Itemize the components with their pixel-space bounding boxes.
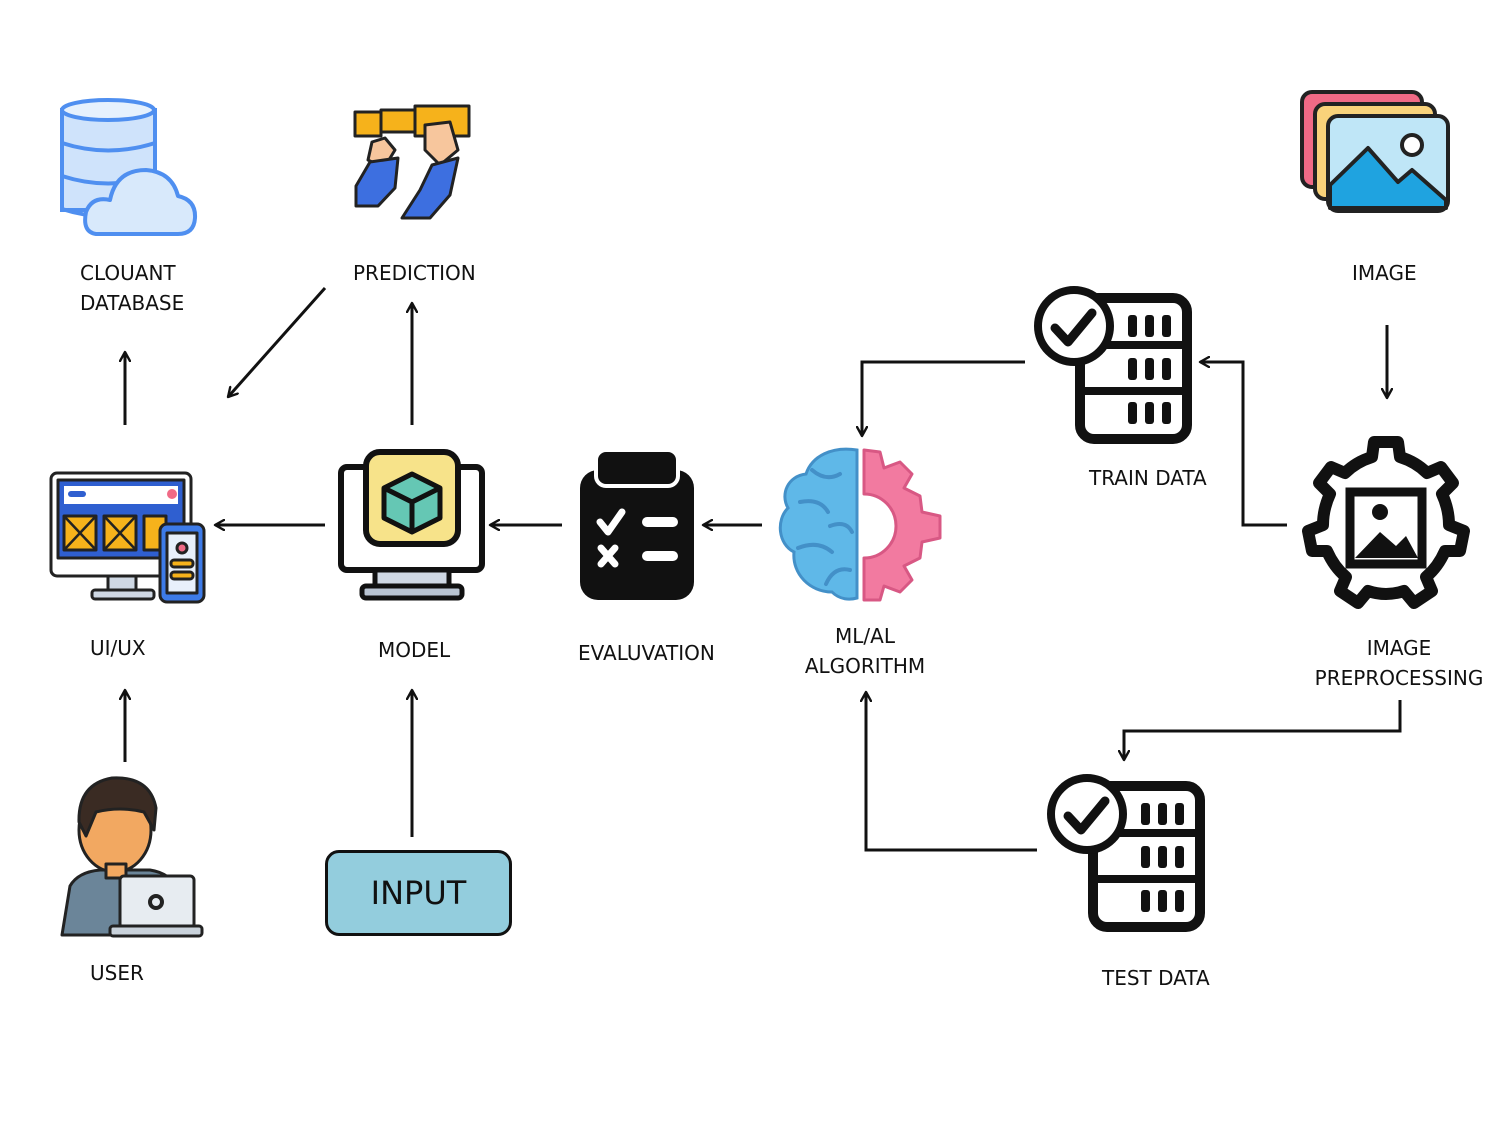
cloudant-database-label-line2: DATABASE [80,291,185,315]
monitor-cube-icon [338,449,485,601]
ui-ux-monitor-icon [49,471,206,604]
image-preprocessing-label-line1: IMAGE [1366,636,1432,660]
gear-image-icon [1302,436,1470,609]
test-data-label: TEST DATA [1102,966,1210,990]
cloudant-database-label-line1: CLOUANT [80,261,176,285]
image-preprocessing-label-line2: PREPROCESSING [1314,666,1484,690]
arrow-preprocessing-to-test [1124,700,1402,760]
telescope-hands-icon [353,104,471,220]
image-preprocessing-label: IMAGE PREPROCESSING [1315,633,1484,693]
image-label: IMAGE [1352,261,1417,285]
model-label: MODEL [378,638,451,662]
evaluation-label: EVALUVATION [578,641,715,665]
database-cloud-icon [60,98,198,236]
connectors [125,287,1402,852]
arrow-test-to-algorithm [866,692,1037,852]
ml-algorithm-label: ML/AL ALGORITHM [805,621,925,681]
user-label: USER [90,961,144,985]
ml-algorithm-label-line1: ML/AL [835,624,895,648]
arrow-preprocessing-to-train [1200,362,1287,527]
prediction-label: PREDICTION [353,261,476,285]
ml-algorithm-label-line2: ALGORITHM [804,654,926,678]
cloudant-database-label: CLOUANT DATABASE [80,258,184,318]
image-stack-icon [1300,90,1450,213]
train-data-label: TRAIN DATA [1089,466,1207,490]
input-label: INPUT [370,874,467,912]
clipboard-checklist-icon [580,448,694,600]
brain-gear-icon [778,447,942,602]
input-box: INPUT [325,850,512,936]
server-check-icon-test [1047,774,1205,932]
server-check-icon-train [1034,286,1192,444]
arrow-prediction-to-uiux [228,287,327,397]
user-laptop-icon [60,776,204,938]
ui-ux-label: UI/UX [90,636,146,660]
arrow-train-to-algorithm [862,360,1025,436]
